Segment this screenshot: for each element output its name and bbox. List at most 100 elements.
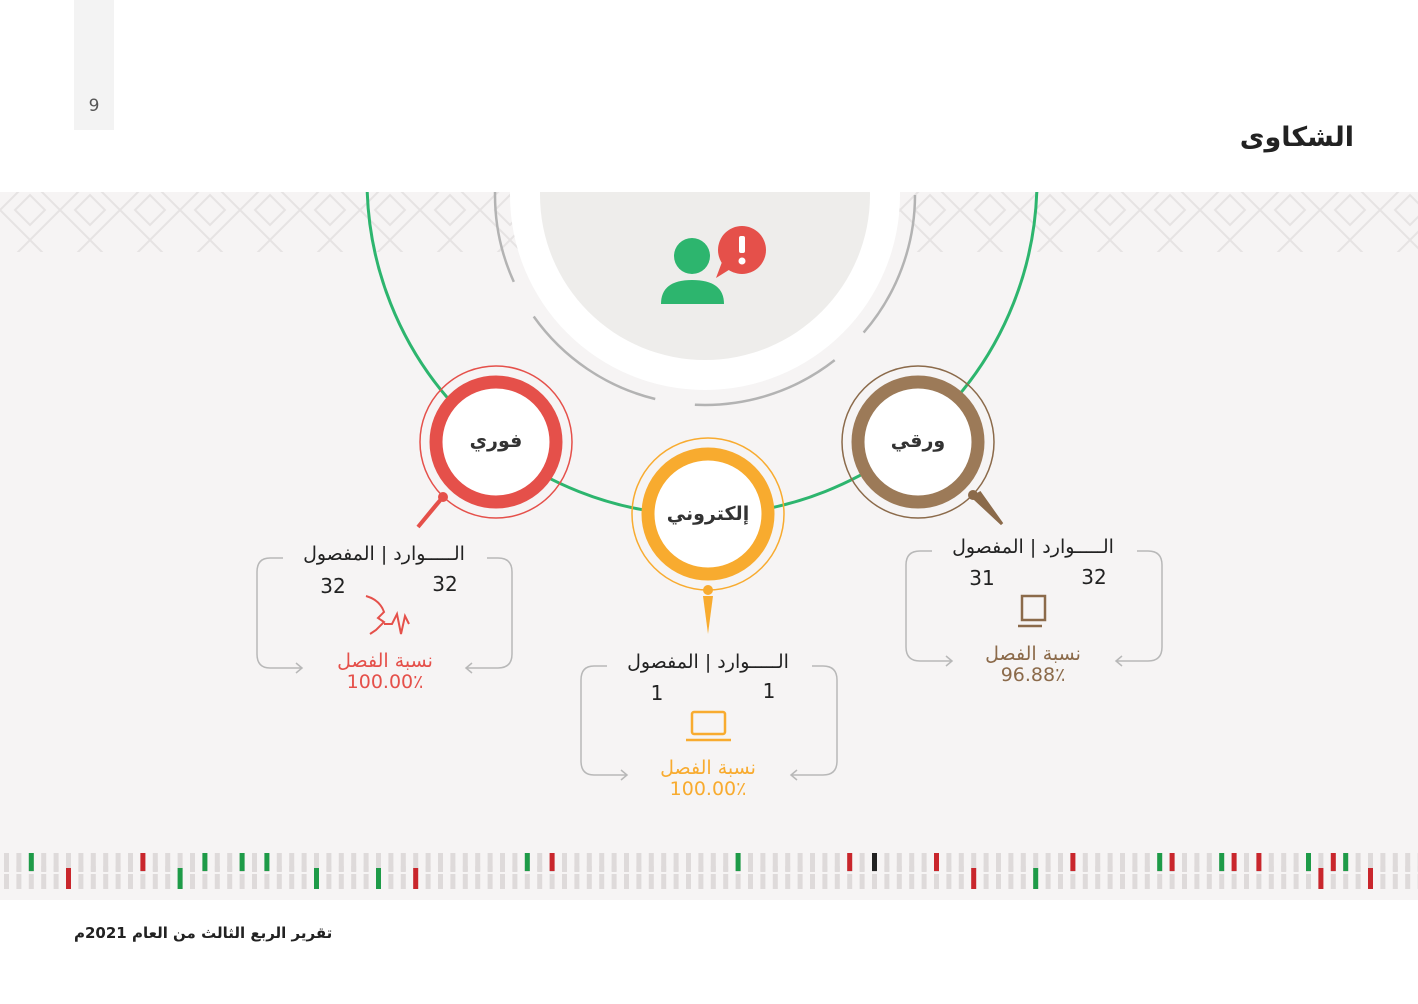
received-count: 32	[1081, 565, 1107, 589]
bar-segment	[748, 874, 753, 889]
bar-segment	[1219, 874, 1225, 889]
bar-segment	[165, 866, 171, 872]
bar-segment	[1107, 866, 1113, 872]
bar-segment	[1392, 866, 1398, 872]
bar-segment	[78, 853, 84, 871]
bar-segment	[934, 874, 939, 889]
bar-segment	[376, 853, 381, 871]
bar-segment	[661, 853, 667, 871]
bar-segment	[252, 853, 257, 871]
bar-segment	[487, 853, 493, 871]
bar-segment	[909, 874, 915, 889]
bar-segment	[648, 874, 654, 889]
user-alert-icon	[661, 226, 766, 304]
bar-segment	[636, 874, 642, 889]
bar-segment	[1132, 874, 1138, 889]
bar-segment	[450, 866, 456, 872]
bar-segment	[1355, 874, 1361, 889]
stat-header: الـــــوارد | المفصول	[627, 651, 789, 673]
bar-accent	[847, 853, 853, 871]
bar-segment	[1095, 866, 1101, 872]
bar-segment	[586, 853, 592, 871]
bar-segment	[1120, 874, 1125, 889]
bar-segment	[624, 866, 629, 872]
bar-accent	[1256, 853, 1262, 871]
bar-segment	[227, 874, 233, 889]
bar-segment	[1008, 866, 1014, 872]
bar-accent	[1343, 853, 1349, 871]
received-count: 32	[432, 572, 458, 596]
bar-segment	[363, 866, 369, 872]
bar-segment	[562, 853, 567, 871]
bar-segment	[1380, 853, 1386, 871]
page-tab	[74, 0, 114, 130]
bar-segment	[90, 874, 96, 889]
bar-accent	[934, 853, 939, 871]
bar-segment	[748, 853, 753, 871]
bar-segment	[1256, 874, 1262, 889]
instant-channel-badge	[416, 365, 573, 529]
bar-segment	[884, 874, 890, 889]
center-disk	[540, 192, 870, 360]
bar-segment	[834, 866, 840, 872]
bar-segment	[289, 866, 295, 872]
bar-segment	[710, 853, 716, 871]
bar-segment	[475, 866, 481, 872]
bar-segment	[103, 866, 109, 872]
bar-segment	[1368, 853, 1373, 871]
bar-segment	[152, 866, 158, 872]
bar-segment	[1330, 874, 1336, 889]
bar-segment	[748, 866, 753, 872]
bar-segment	[698, 853, 704, 871]
bar-segment	[326, 866, 332, 872]
bar-segment	[1182, 874, 1187, 889]
bar-segment	[301, 874, 307, 889]
bar-segment	[165, 874, 171, 889]
bar-segment	[264, 874, 270, 889]
bar-segment	[41, 866, 47, 872]
bar-segment	[78, 874, 84, 889]
bar-segment	[611, 853, 617, 871]
bar-segment	[1231, 874, 1237, 889]
bar-segment	[400, 853, 406, 871]
bar-segment	[140, 874, 146, 889]
bar-segment	[351, 874, 357, 889]
bar-segment	[648, 866, 654, 872]
bar-segment	[698, 874, 704, 889]
bar-accent	[202, 853, 208, 871]
bar-segment	[772, 866, 778, 872]
bar-segment	[53, 874, 59, 889]
bar-segment	[1033, 853, 1039, 871]
bar-segment	[735, 874, 741, 889]
bar-segment	[115, 874, 121, 889]
bar-segment	[512, 866, 518, 872]
bar-segment	[1082, 874, 1088, 889]
bar-segment	[1045, 866, 1051, 872]
bar-segment	[909, 866, 915, 872]
bar-segment	[1144, 866, 1150, 872]
bar-segment	[388, 874, 394, 889]
bar-segment	[810, 866, 815, 872]
bar-segment	[1343, 874, 1349, 889]
bar-accent	[1368, 868, 1373, 889]
bar-segment	[1405, 866, 1411, 872]
bar-segment	[797, 853, 803, 871]
bar-segment	[400, 874, 406, 889]
bar-segment	[462, 853, 468, 871]
resolution-rate-label: نسبة الفصل	[985, 643, 1081, 665]
bar-segment	[276, 866, 282, 872]
bar-segment	[1268, 866, 1274, 872]
resolution-rate-label: نسبة الفصل	[337, 650, 433, 672]
bar-segment	[500, 853, 505, 871]
resolved-count: 31	[969, 566, 995, 590]
bar-segment	[1020, 853, 1026, 871]
bar-segment	[475, 853, 481, 871]
bar-segment	[537, 866, 543, 872]
bar-segment	[227, 866, 233, 872]
bar-segment	[1268, 853, 1274, 871]
bar-segment	[1107, 853, 1113, 871]
bar-segment	[1355, 853, 1361, 871]
bar-segment	[1058, 866, 1063, 872]
bar-segment	[896, 866, 902, 872]
